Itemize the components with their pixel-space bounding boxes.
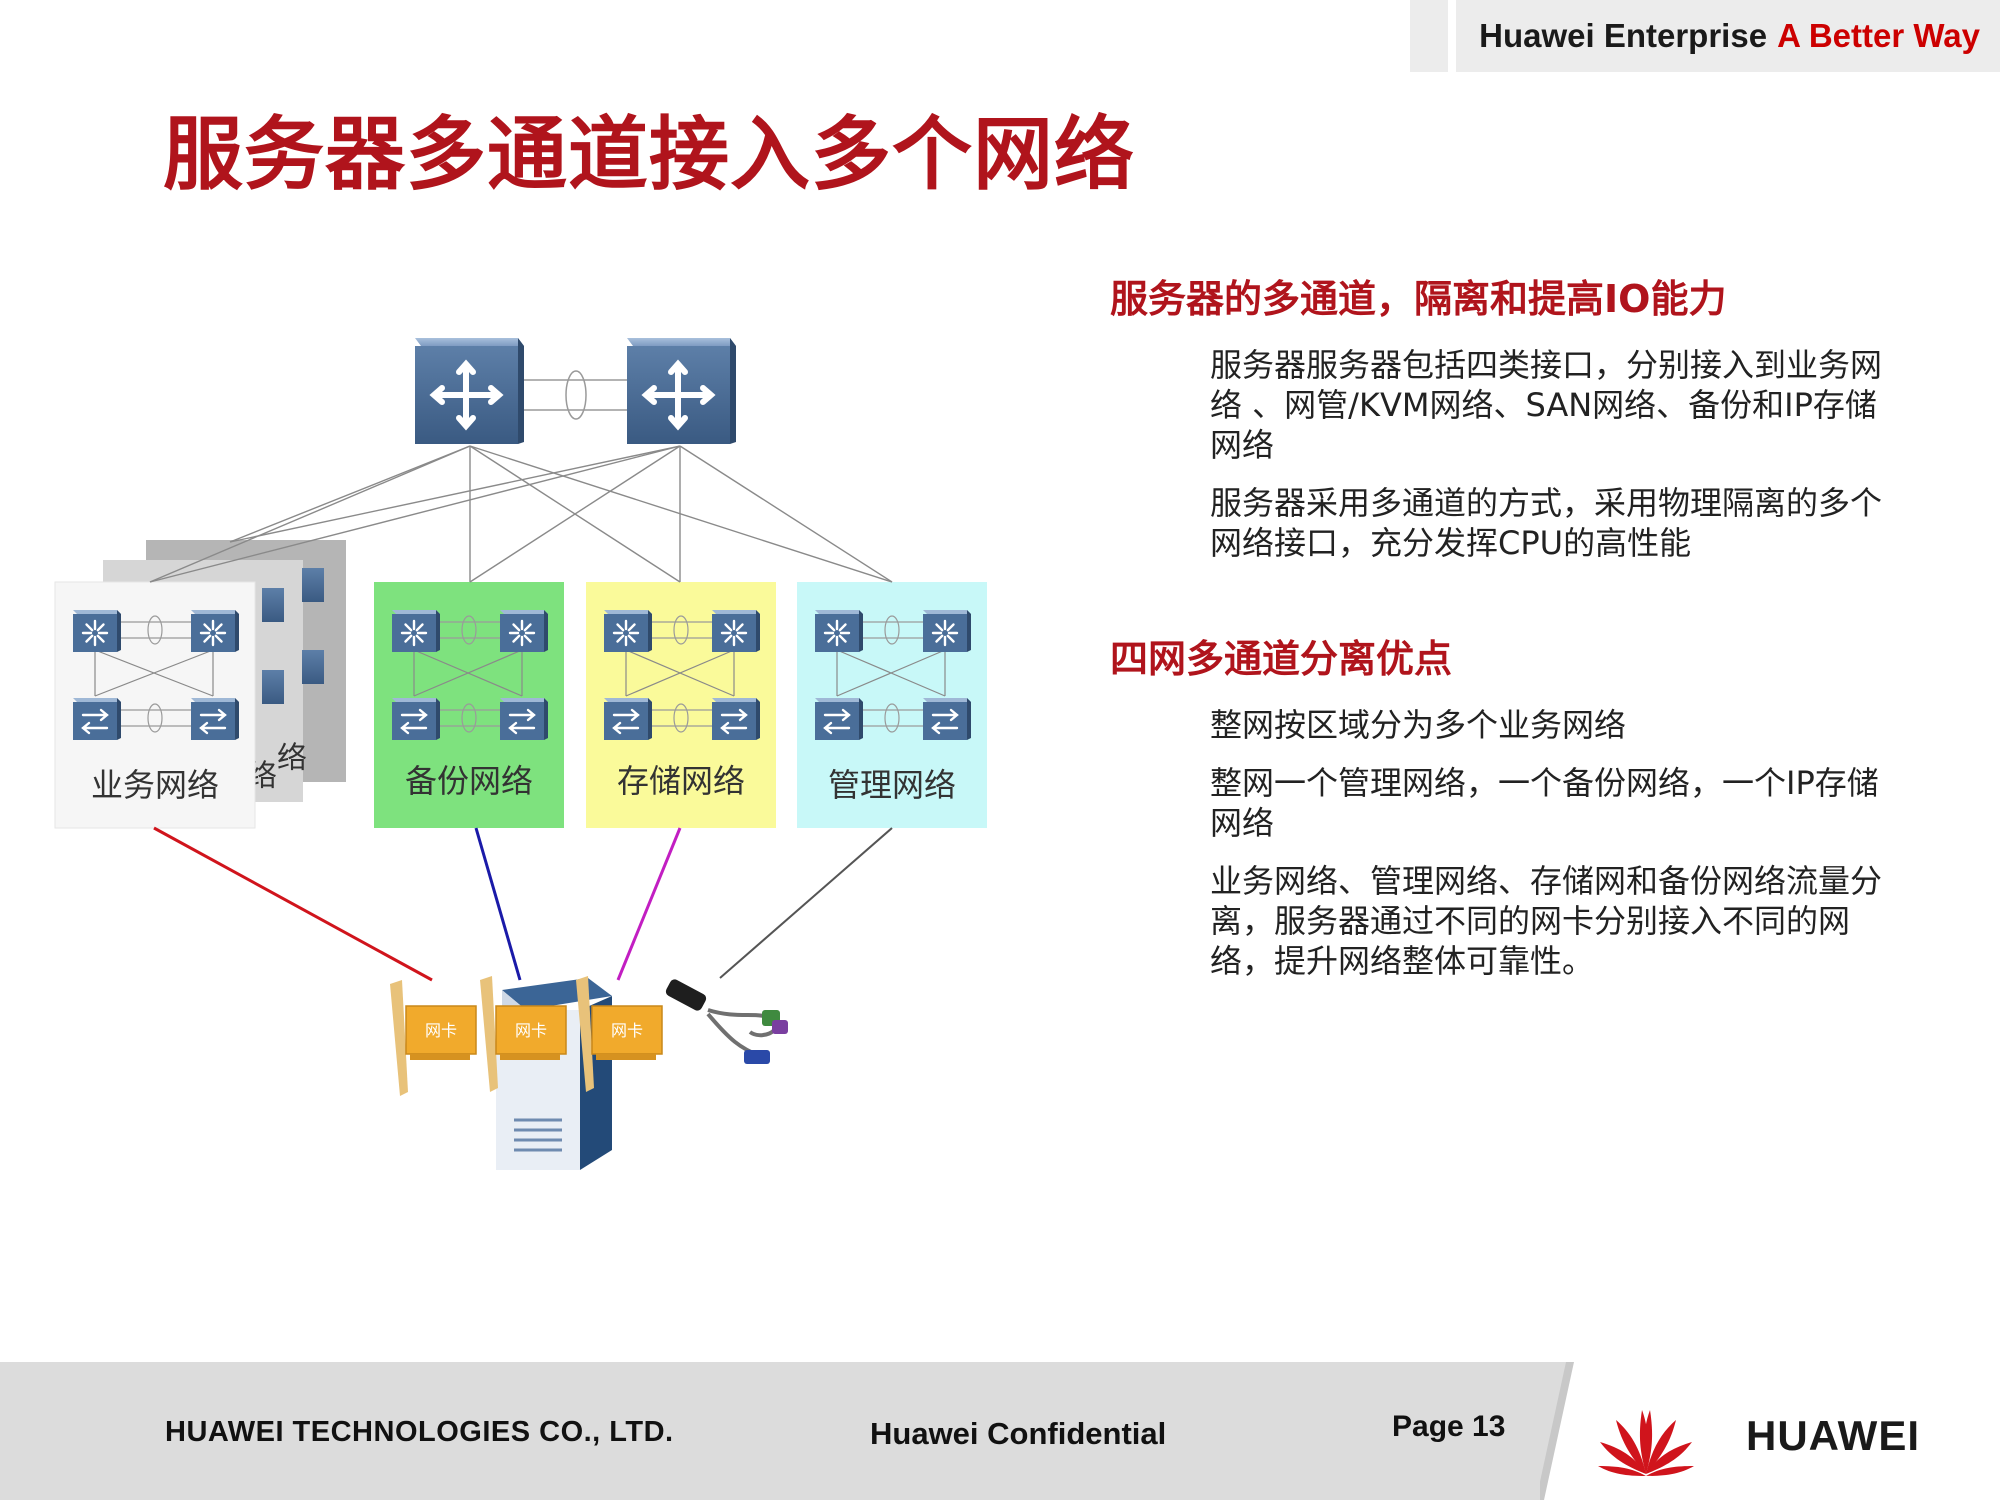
section-advantages: 四网多通道分离优点 整网按区域分为多个业务网络 整网一个管理网络，一个备份网络，… — [1110, 628, 1890, 981]
nic-card-3: 网卡 — [576, 976, 663, 1092]
stacked-network-label-2: 络 — [277, 741, 307, 776]
footer-page-number: Page 13 — [1392, 1410, 1506, 1443]
nic-card-2-label: 网卡 — [515, 1021, 547, 1040]
footer-company: HUAWEI TECHNOLOGIES CO., LTD. — [165, 1416, 674, 1448]
nic-card-2: 网卡 — [480, 976, 567, 1092]
section-multichannel-paragraph-1: 服务器服务器包括四类接口，分别接入到业务网络 、网管/KVM网络、SAN网络、备… — [1210, 346, 1883, 464]
nic-card-3-label: 网卡 — [611, 1021, 643, 1040]
section-advantages-heading: 四网多通道分离优点 — [1110, 637, 1453, 681]
uplink-backup — [474, 827, 522, 981]
core-switch-right — [627, 338, 736, 444]
network-management-label: 管理网络 — [827, 766, 956, 804]
header-brand-text: Huawei Enterprise — [1479, 17, 1768, 54]
footer-confidential: Huawei Confidential — [870, 1416, 1167, 1451]
header-stripe — [1410, 0, 1448, 72]
core-link — [524, 370, 627, 420]
slide-title: 服务器多通道接入多个网络 — [163, 108, 1135, 201]
core-uplink-lines — [149, 445, 893, 583]
mini-switch-group — [604, 610, 760, 740]
uplink-business — [153, 826, 433, 982]
network-diagram: 络 络 — [40, 320, 1000, 1180]
section-advantages-paragraph-1: 整网按区域分为多个业务网络 — [1210, 706, 1627, 744]
network-backup-label: 备份网络 — [404, 762, 533, 800]
network-storage-label: 存储网络 — [616, 762, 745, 800]
section-advantages-paragraph-3: 业务网络、管理网络、存储网和备份网络流量分离，服务器通过不同的网卡分别接入不同的… — [1210, 862, 1883, 980]
core-switch-left — [415, 338, 524, 444]
uplink-storage — [616, 827, 682, 981]
uplink-management — [719, 827, 893, 979]
header-banner: Huawei Enterprise A Better Way — [1410, 0, 2000, 72]
footer-brand: HUAWEI — [1746, 1412, 1920, 1459]
section-advantages-paragraph-2: 整网一个管理网络，一个备份网络，一个IP存储网络 — [1210, 764, 1879, 842]
header-tagline: A Better Way — [1777, 17, 1980, 54]
mini-switch-group — [73, 610, 239, 740]
section-multichannel: 服务器的多通道，隔离和提高IO能力 服务器服务器包括四类接口，分别接入到业务网络… — [1110, 268, 1890, 563]
nic-card-1: 网卡 — [390, 980, 477, 1096]
stacked-switches-peek — [262, 568, 324, 704]
section-multichannel-heading: 服务器的多通道，隔离和提高IO能力 — [1110, 277, 1727, 321]
nic-card-1-label: 网卡 — [425, 1021, 457, 1040]
mini-switch-group — [815, 610, 971, 740]
header-box: Huawei Enterprise A Better Way — [1456, 0, 2000, 72]
kvm-cable-icon — [665, 979, 788, 1064]
network-diagram-svg: 络 络 — [54, 338, 987, 1170]
network-business-label: 业务网络 — [90, 766, 219, 804]
footer: HUAWEI TECHNOLOGIES CO., LTD. Huawei Con… — [0, 1362, 2000, 1500]
footer-logo-panel — [1540, 1362, 2000, 1500]
mini-switch-groups — [73, 610, 971, 740]
mini-switch-group — [392, 610, 548, 740]
huawei-logo-icon — [1598, 1410, 1694, 1476]
section-multichannel-paragraph-2: 服务器采用多通道的方式，采用物理隔离的多个网络接口，充分发挥CPU的高性能 — [1210, 484, 1883, 562]
